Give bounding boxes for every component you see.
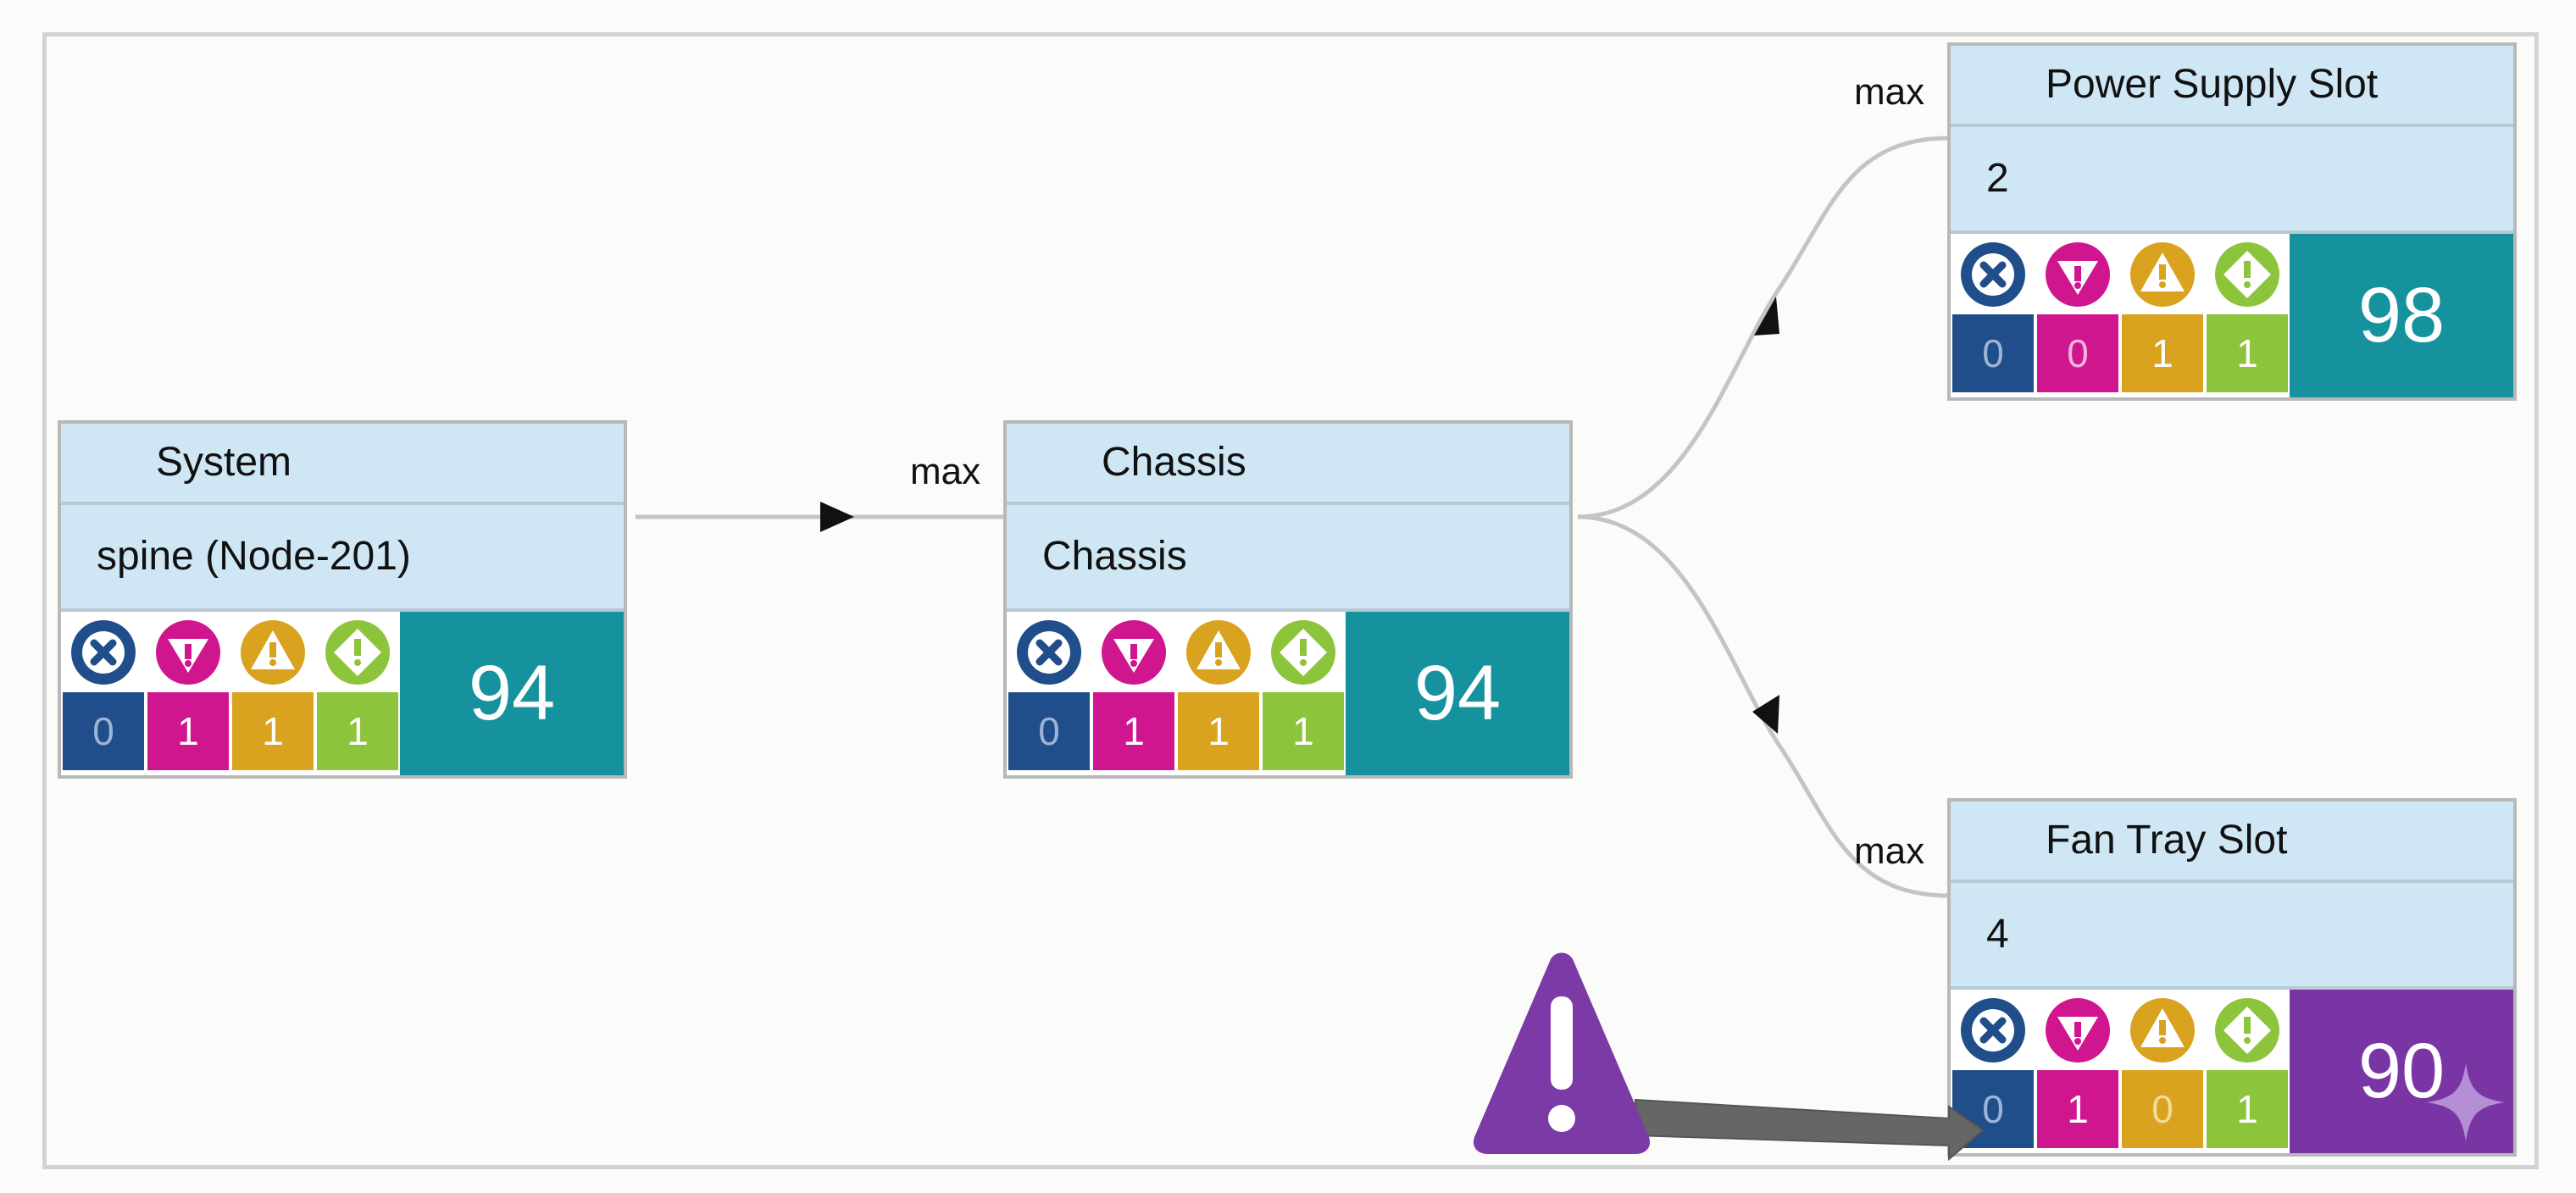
minor-count: 1 <box>1178 692 1259 770</box>
node-power-supply-slot[interactable]: Power Supply Slot 2 0 0 1 1 98 <box>1947 42 2517 401</box>
diamond-exclamation-icon <box>2205 234 2290 314</box>
node-title: Power Supply Slot <box>1951 46 2513 127</box>
diamond-exclamation-icon <box>315 612 400 692</box>
major-count: 0 <box>2037 314 2118 392</box>
diamond-exclamation-icon <box>1261 612 1346 692</box>
diagram-frame <box>42 32 2539 1169</box>
critical-count: 0 <box>1008 692 1090 770</box>
triangle-down-exclamation-icon <box>2035 234 2120 314</box>
health-score: 90 <box>2290 990 2513 1153</box>
fault-summary: 0 1 1 1 <box>61 612 400 775</box>
node-title: Fan Tray Slot <box>1951 802 2513 883</box>
fault-summary: 0 1 1 1 <box>1007 612 1346 775</box>
x-circle-icon <box>1007 612 1091 692</box>
x-circle-icon <box>1951 234 2035 314</box>
x-circle-icon <box>1951 990 2035 1070</box>
edge-chassis-power <box>1577 136 1950 519</box>
edge-label-chassis-power: max <box>1854 71 1925 113</box>
node-system[interactable]: System spine (Node-201) 0 1 1 1 94 <box>58 420 627 779</box>
edge-chassis-power-arrow <box>1754 297 1779 336</box>
triangle-down-exclamation-icon <box>146 612 230 692</box>
pointer-arrow <box>1635 1098 1985 1162</box>
critical-count: 0 <box>63 692 144 770</box>
warning-count: 1 <box>317 692 398 770</box>
minor-count: 0 <box>2122 1070 2203 1148</box>
edge-label-chassis-fan: max <box>1854 830 1925 872</box>
health-score-value: 90 <box>2357 1028 2446 1114</box>
health-score: 94 <box>1346 612 1569 775</box>
health-score: 94 <box>400 612 624 775</box>
node-subtitle: spine (Node-201) <box>61 505 624 612</box>
edge-label-system-chassis: max <box>910 451 981 492</box>
node-status: 0 1 1 1 94 <box>1007 612 1569 775</box>
edge-system-chassis-arrow <box>820 502 854 532</box>
triangle-exclamation-icon <box>230 612 315 692</box>
node-title: Chassis <box>1007 424 1569 505</box>
fault-summary: 0 1 0 1 <box>1951 990 2290 1153</box>
warning-triangle-icon <box>1473 952 1651 1154</box>
fault-summary: 0 0 1 1 <box>1951 234 2290 397</box>
node-status: 0 1 1 1 94 <box>61 612 624 775</box>
node-status: 0 0 1 1 98 <box>1951 234 2513 397</box>
node-chassis[interactable]: Chassis Chassis 0 1 1 1 94 <box>1003 420 1573 779</box>
minor-count: 1 <box>232 692 314 770</box>
x-circle-icon <box>61 612 146 692</box>
node-fan-tray-slot[interactable]: Fan Tray Slot 4 0 1 0 1 90 <box>1947 798 2517 1157</box>
major-count: 1 <box>1093 692 1174 770</box>
major-count: 1 <box>147 692 229 770</box>
node-subtitle: 4 <box>1951 883 2513 990</box>
alert-callout <box>1473 952 1985 1162</box>
triangle-down-exclamation-icon <box>1091 612 1176 692</box>
warning-count: 1 <box>1263 692 1344 770</box>
node-title: System <box>61 424 624 505</box>
node-subtitle: Chassis <box>1007 505 1569 612</box>
node-status: 0 1 0 1 90 <box>1951 990 2513 1153</box>
triangle-exclamation-icon <box>1176 612 1261 692</box>
major-count: 1 <box>2037 1070 2118 1148</box>
edge-chassis-fan <box>1577 514 1950 898</box>
warning-count: 1 <box>2207 1070 2288 1148</box>
critical-count: 0 <box>1952 314 2034 392</box>
health-score: 98 <box>2290 234 2513 397</box>
diamond-exclamation-icon <box>2205 990 2290 1070</box>
warning-count: 1 <box>2207 314 2288 392</box>
triangle-down-exclamation-icon <box>2035 990 2120 1070</box>
triangle-exclamation-icon <box>2120 990 2205 1070</box>
node-subtitle: 2 <box>1951 127 2513 234</box>
triangle-exclamation-icon <box>2120 234 2205 314</box>
minor-count: 1 <box>2122 314 2203 392</box>
edge-chassis-fan-arrow <box>1752 695 1779 734</box>
sparkle-icon <box>2427 1063 2505 1141</box>
